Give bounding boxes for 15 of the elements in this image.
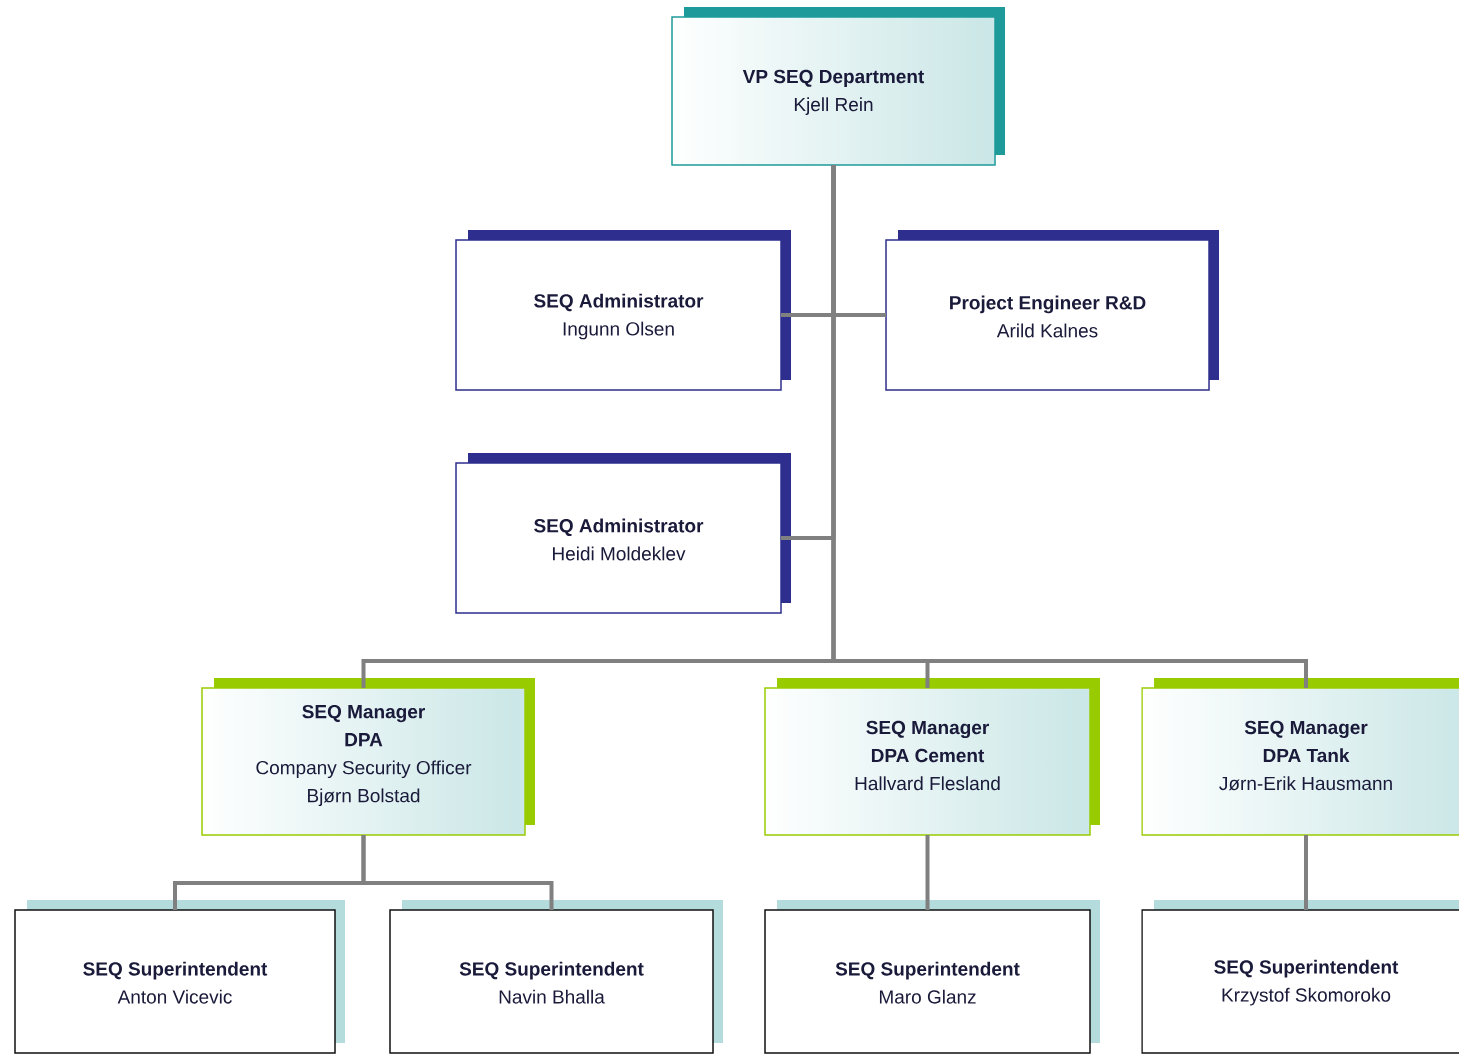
org-box: SEQ Superintendent Krzystof Skomoroko bbox=[1141, 900, 1459, 1054]
org-box: SEQ Manager DPA Company Security Officer Bjørn Bolstad bbox=[201, 678, 535, 836]
org-box: SEQ Administrator Ingunn Olsen bbox=[455, 230, 791, 391]
connector-line bbox=[361, 835, 554, 910]
org-box: SEQ Superintendent Anton Vicevic bbox=[14, 900, 345, 1054]
org-box: Project Engineer R&D Arild Kalnes bbox=[885, 230, 1219, 391]
connector-line bbox=[925, 835, 930, 910]
org-box: SEQ Superintendent Navin Bhalla bbox=[389, 900, 723, 1054]
connector-line bbox=[1304, 835, 1308, 910]
org-box: SEQ Manager DPA Tank Jørn-Erik Hausmann bbox=[1141, 678, 1459, 836]
org-box: SEQ Superintendent Maro Glanz bbox=[764, 900, 1100, 1054]
org-box: VP SEQ Department Kjell Rein bbox=[671, 7, 1005, 166]
connector-line bbox=[831, 165, 1308, 688]
org-box: SEQ Manager DPA Cement Hallvard Flesland bbox=[764, 678, 1100, 836]
org-box: SEQ Administrator Heidi Moldeklev bbox=[455, 453, 791, 614]
